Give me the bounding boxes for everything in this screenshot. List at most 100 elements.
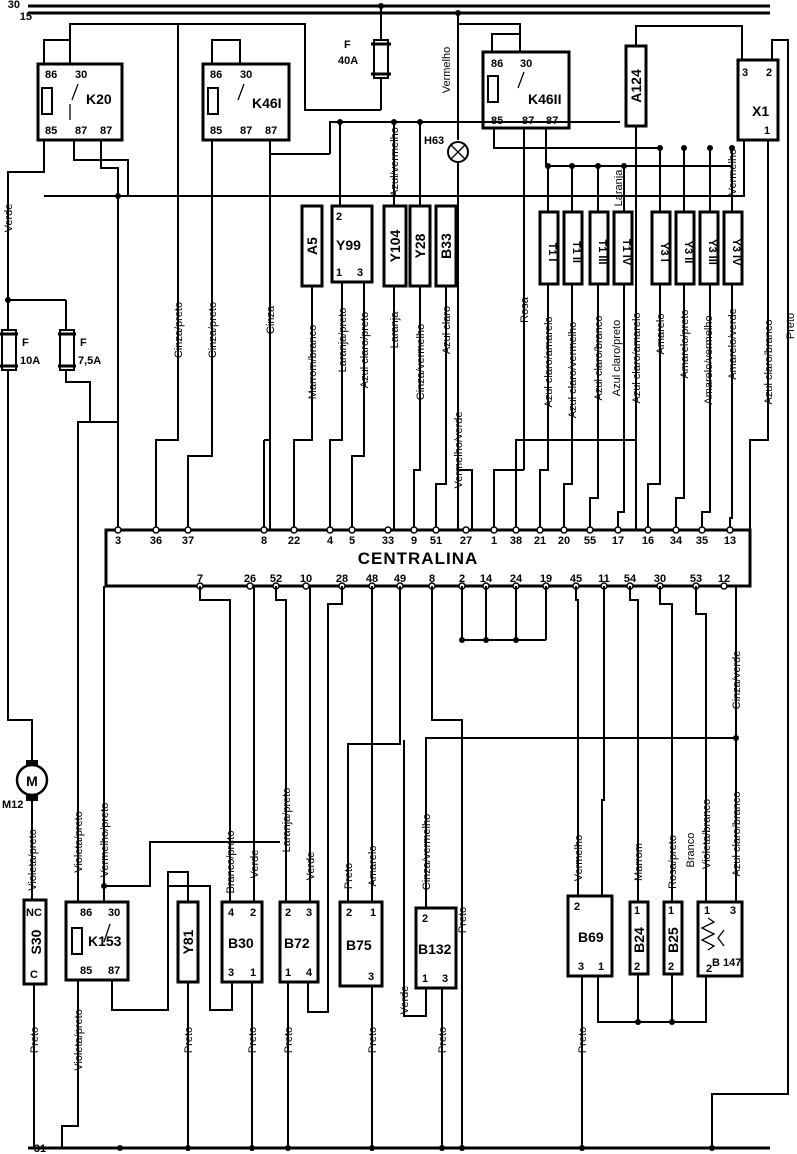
- svg-text:Azul claro/branco: Azul claro/branco: [593, 316, 605, 401]
- ecu-top-terminal: [462, 526, 470, 534]
- svg-text:T1 I: T1 I: [546, 243, 558, 262]
- svg-text:Azul/vermelho: Azul/vermelho: [389, 127, 401, 197]
- ecu-top-pin-label: 1: [491, 535, 497, 547]
- svg-text:1: 1: [422, 973, 428, 985]
- svg-text:Azul claro/preto: Azul claro/preto: [611, 320, 623, 396]
- svg-text:B33: B33: [438, 233, 454, 259]
- svg-text:Preto: Preto: [283, 1027, 295, 1053]
- ecu-top-pin-label: 3: [115, 535, 121, 547]
- sensor-b24: 1 2 B24: [628, 586, 650, 1025]
- sensor-b75: 2 1 3 B75: [338, 586, 401, 1148]
- svg-text:2: 2: [706, 963, 712, 975]
- svg-text:Amarelo: Amarelo: [367, 846, 379, 887]
- ecu-top-pin-label: 21: [534, 535, 546, 547]
- fuse-40a: F 40A: [69, 3, 391, 111]
- valve-y104: Y104: [382, 204, 408, 530]
- svg-text:Y3 IV: Y3 IV: [730, 239, 742, 267]
- svg-text:Violeta/preto: Violeta/preto: [73, 811, 85, 873]
- motor-name: M12: [2, 799, 23, 811]
- ecu-bottom-pin-label: 45: [570, 573, 582, 585]
- svg-text:Rosa/preto: Rosa/preto: [667, 835, 679, 889]
- svg-text:K153: K153: [88, 933, 122, 949]
- ecu-top-terminal: [114, 526, 122, 534]
- fuse-40a-rating: 40A: [338, 55, 358, 67]
- module-x1: 3 2 1 X1: [680, 39, 789, 1148]
- relay-k46ii-name: K46II: [528, 91, 561, 107]
- svg-text:2: 2: [422, 913, 428, 925]
- relay-k20: 86 30 85 87 87 K20: [36, 62, 124, 142]
- svg-text:2: 2: [634, 961, 640, 973]
- ecu-top-pin-label: 38: [510, 535, 522, 547]
- ecu-bottom-pin-label: 24: [510, 573, 523, 585]
- svg-text:3: 3: [368, 971, 374, 983]
- svg-text:Branco/preto: Branco/preto: [225, 831, 237, 894]
- svg-text:87: 87: [240, 125, 252, 137]
- fuse-40a-name: F: [344, 39, 351, 51]
- svg-text:Vermelho: Vermelho: [441, 47, 453, 93]
- power-rails: 30 15 31: [8, 0, 770, 1154]
- svg-text:Azul claro: Azul claro: [441, 306, 453, 354]
- svg-text:Preto: Preto: [29, 1027, 41, 1053]
- svg-text:2: 2: [250, 907, 256, 919]
- svg-text:Vermelho/preto: Vermelho/preto: [99, 803, 111, 878]
- svg-text:1: 1: [370, 907, 376, 919]
- svg-text:B132: B132: [418, 941, 452, 957]
- lamp-h63: H63: [424, 135, 469, 530]
- svg-text:87: 87: [75, 125, 87, 137]
- svg-text:Vermelho: Vermelho: [573, 835, 585, 881]
- svg-text:3: 3: [742, 67, 748, 79]
- svg-text:10A: 10A: [20, 355, 40, 367]
- svg-text:Cinza/preto: Cinza/preto: [207, 302, 219, 358]
- rail-15-label: 15: [20, 11, 32, 23]
- svg-text:Y3 III: Y3 III: [706, 239, 718, 265]
- ecu-bottom-pin-label: 49: [394, 573, 406, 585]
- ecu-top-terminal: [384, 526, 392, 534]
- svg-text:Vermelho/verde: Vermelho/verde: [453, 411, 465, 488]
- svg-text:Azul claro/preto: Azul claro/preto: [359, 312, 371, 388]
- ecu-top-pin-label: 22: [288, 535, 300, 547]
- x1-name: X1: [752, 103, 769, 119]
- switch-s30: NC C S30: [22, 898, 48, 1148]
- relay-k153: 86 30 85 87 K153: [61, 421, 280, 1148]
- ecu-top-wires: [155, 24, 636, 530]
- svg-text:86: 86: [491, 58, 503, 70]
- svg-text:Laranja: Laranja: [613, 169, 625, 207]
- svg-text:B25: B25: [665, 927, 681, 953]
- ecu-top-terminal: [432, 526, 440, 534]
- svg-text:4: 4: [228, 907, 235, 919]
- svg-text:1: 1: [598, 961, 604, 973]
- svg-text:Branco: Branco: [685, 833, 697, 868]
- svg-text:87: 87: [100, 125, 112, 137]
- sensor-b25: 1 2 B25: [659, 586, 684, 1025]
- svg-text:Laranja: Laranja: [389, 311, 401, 349]
- motor-m12: M M12: [2, 760, 49, 900]
- svg-text:Rosa: Rosa: [519, 296, 531, 323]
- svg-text:86: 86: [80, 907, 92, 919]
- svg-text:Violeta/preto: Violeta/preto: [73, 1009, 85, 1071]
- svg-text:F: F: [80, 337, 87, 349]
- sensor-b30: 4 2 3 1 B30: [168, 586, 264, 1148]
- svg-text:Amarelo/preto: Amarelo/preto: [679, 309, 691, 378]
- ecu-top-terminal: [152, 526, 160, 534]
- relay-k46ii: 86 30 85 87 87 K46II: [481, 50, 571, 130]
- svg-text:86: 86: [45, 69, 57, 81]
- svg-text:2: 2: [285, 907, 291, 919]
- svg-text:NC: NC: [26, 907, 42, 919]
- svg-text:Verde: Verde: [249, 850, 261, 879]
- svg-text:1: 1: [704, 905, 710, 917]
- ecu-top-terminal: [698, 526, 706, 534]
- top-wire-labels: Verde Vermelho Cinza/preto Cinza/preto C…: [3, 47, 797, 489]
- lamp-h63-name: H63: [424, 135, 444, 147]
- svg-text:85: 85: [45, 125, 57, 137]
- ecu-bottom-pin-label: 12: [718, 573, 730, 585]
- svg-text:Y104: Y104: [387, 229, 403, 262]
- svg-text:F: F: [22, 337, 29, 349]
- ecu-name: CENTRALINA: [358, 549, 479, 568]
- ecu-top-terminal: [672, 526, 680, 534]
- ecu-bottom-pin-label: 26: [244, 573, 256, 585]
- ecu-bottom-pin-label: 53: [690, 573, 702, 585]
- svg-text:Violeta/branco: Violeta/branco: [701, 799, 713, 869]
- svg-text:2: 2: [668, 961, 674, 973]
- ecu-top-pin-label: 27: [460, 535, 472, 547]
